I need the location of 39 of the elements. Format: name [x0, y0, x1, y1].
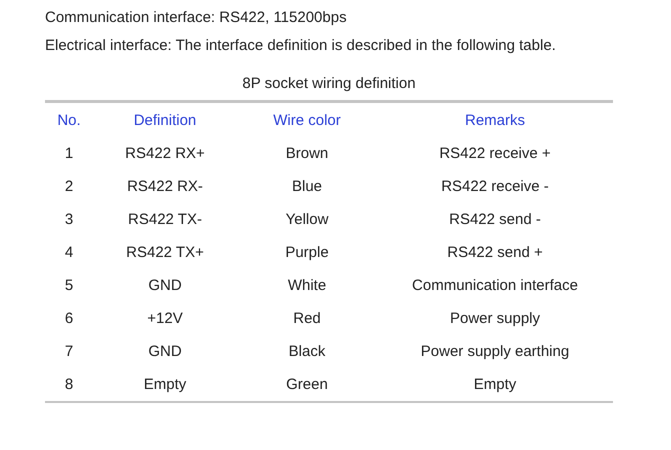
table-cell: Empty: [144, 376, 186, 393]
table-cell: RS422 RX-: [127, 178, 203, 195]
column-header: Definition: [134, 112, 196, 128]
table-cell: Power supply earthing: [420, 343, 570, 360]
table-cell: GND: [148, 277, 182, 294]
table-cell: Brown: [286, 145, 328, 162]
table-cell: 7: [64, 343, 74, 360]
column-header: Remarks: [464, 112, 525, 128]
table-cell: RS422 receive -: [441, 178, 549, 195]
table-cell: Blue: [292, 178, 322, 195]
table-cell: 5: [64, 277, 74, 294]
interface-note: Electrical interface: The interface definition is described in the following table.: [45, 36, 557, 56]
table-cell: RS422 send +: [447, 244, 543, 261]
table-cell: GND: [148, 343, 182, 360]
table-cell: Red: [293, 310, 321, 327]
table-cell: 3: [64, 211, 74, 228]
table-cell: +12V: [147, 310, 183, 327]
table-cell: RS422 RX+: [125, 145, 205, 162]
table-cell: Communication interface: [412, 277, 578, 294]
table-cell: 6: [64, 310, 74, 327]
table-cell: 1: [64, 145, 74, 162]
table-cell: Empty: [474, 376, 516, 393]
table-cell: Green: [286, 376, 328, 393]
table-cell: Yellow: [286, 211, 328, 228]
table-cell: RS422 send -: [449, 211, 541, 228]
table-cell: Black: [288, 343, 326, 360]
table-cell: RS422 receive +: [439, 145, 551, 162]
interface-note: Communication interface: RS422, 115200bps: [45, 8, 348, 28]
table-cell: White: [288, 277, 326, 294]
column-header: No.: [57, 112, 81, 128]
table-cell: 4: [64, 244, 74, 261]
table-cell: 8: [64, 376, 74, 393]
table-cell: Purple: [285, 244, 329, 261]
table-cell: 2: [64, 178, 74, 195]
table-cell: RS422 TX-: [128, 211, 202, 228]
table-cell: Power supply: [450, 310, 540, 327]
table-caption: 8P socket wiring definition: [242, 75, 416, 92]
table-cell: RS422 TX+: [126, 244, 204, 261]
column-header: Wire color: [273, 112, 341, 128]
